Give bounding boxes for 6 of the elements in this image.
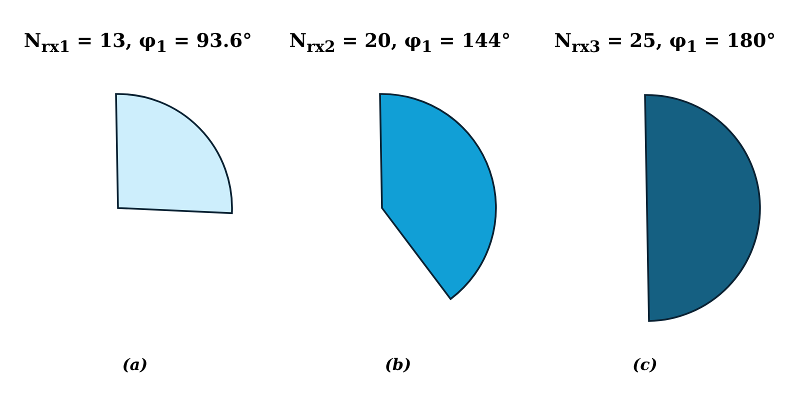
panel-caption: (a) — [121, 355, 149, 374]
formula-heading: N$_{rx2}$ = 20, φ$_{1}$ = 144° — [288, 30, 512, 56]
formula-heading: N$_{rx3}$ = 25, φ$_{1}$ = 180° — [553, 30, 777, 56]
panel-caption: (c) — [632, 355, 658, 374]
formula-heading: N$_{rx1}$ = 13, φ$_{1}$ = 93.6° — [22, 30, 254, 56]
panel-caption: (b) — [384, 355, 412, 374]
